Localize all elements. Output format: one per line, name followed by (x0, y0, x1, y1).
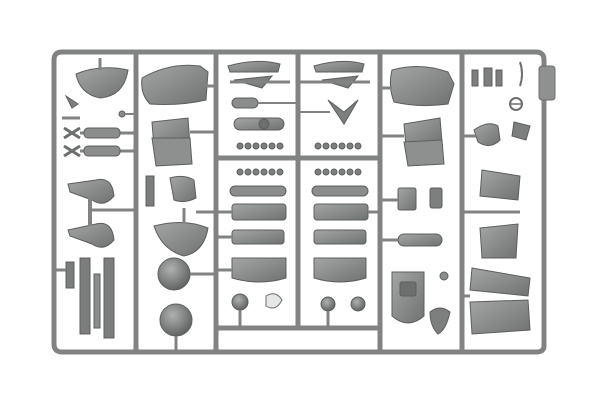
panel-6-parts (462, 61, 531, 335)
sprue-label-tab (538, 65, 556, 101)
panel-2-parts (118, 64, 216, 352)
panel-1-parts (54, 58, 134, 339)
panel-5-parts (380, 66, 455, 335)
panel-3-parts (216, 60, 298, 328)
panel-4-parts (298, 60, 380, 328)
sprue-frame (51, 49, 547, 355)
